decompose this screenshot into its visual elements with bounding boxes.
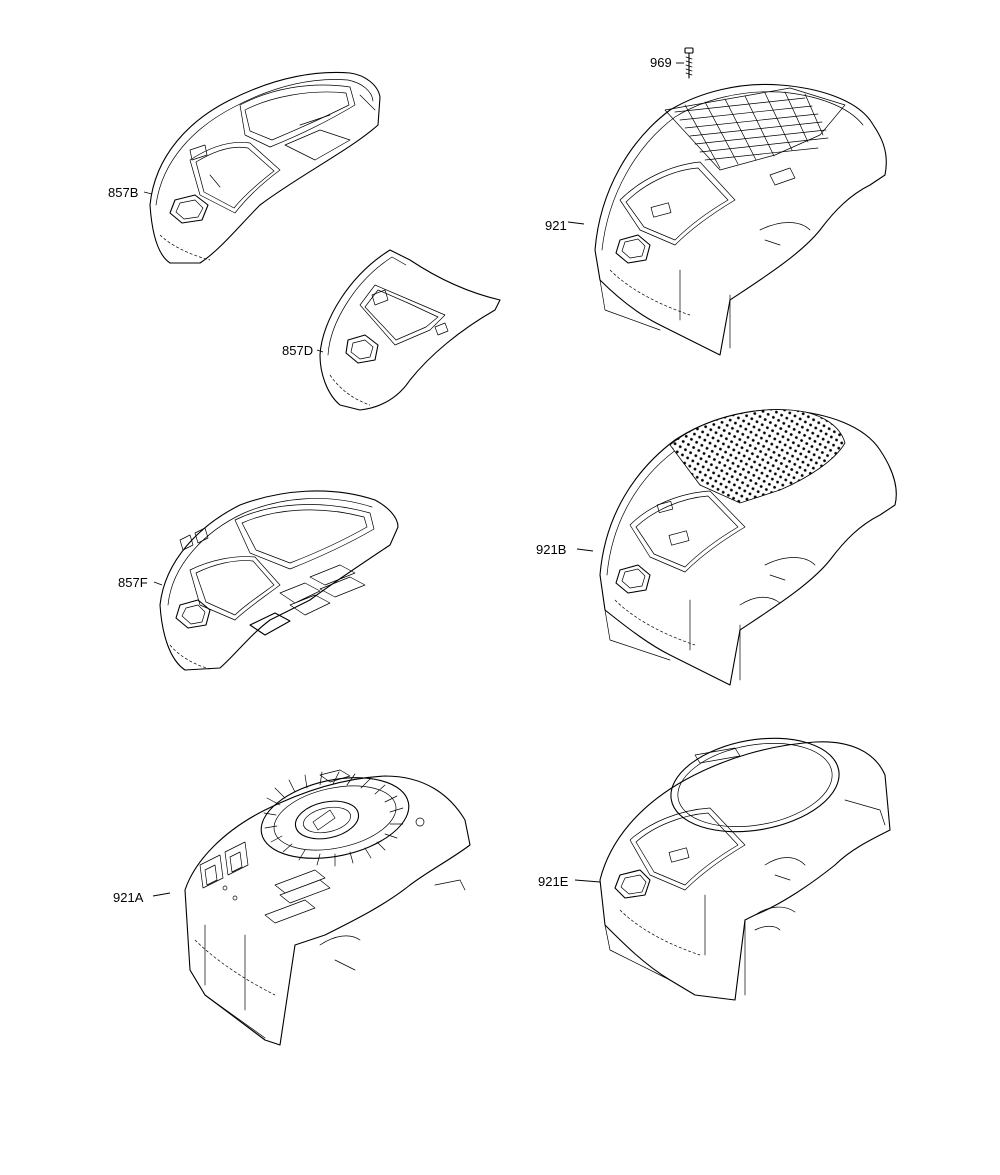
leader-857B xyxy=(143,191,153,195)
label-921B: 921B xyxy=(536,542,566,557)
label-969: 969 xyxy=(650,55,672,70)
leader-921E xyxy=(574,879,601,883)
part-921B-drawing xyxy=(599,409,897,686)
label-921E: 921E xyxy=(538,874,569,889)
label-921: 921 xyxy=(545,218,567,233)
leader-921A xyxy=(152,892,171,897)
mesh-screen-921B xyxy=(669,409,846,504)
part-857B-drawing xyxy=(149,71,381,264)
screen-grid-921 xyxy=(674,91,829,169)
part-857D-drawing xyxy=(319,249,501,411)
part-969-drawing xyxy=(684,47,694,79)
part-921E-drawing xyxy=(599,737,891,1001)
label-921A: 921A xyxy=(113,890,144,905)
leader-921 xyxy=(567,221,585,225)
label-857F: 857F xyxy=(118,575,148,590)
part-857F-drawing xyxy=(159,490,399,671)
leader-857F xyxy=(153,581,163,586)
rotating-screen-slots-921A xyxy=(263,771,404,867)
leader-857D xyxy=(316,349,324,353)
leader-921B xyxy=(576,548,594,552)
part-921A-drawing xyxy=(184,769,471,1046)
label-857D: 857D xyxy=(282,343,313,358)
label-857B: 857B xyxy=(108,185,138,200)
part-921-drawing xyxy=(594,83,887,356)
